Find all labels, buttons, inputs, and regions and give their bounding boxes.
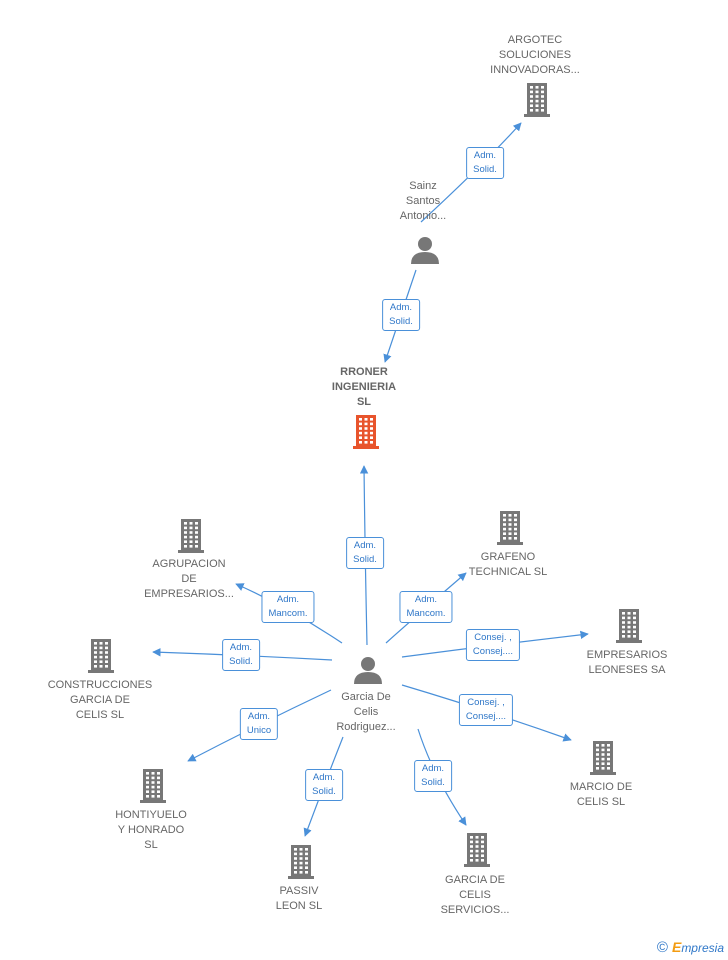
building-icon-agrupacion[interactable]: [178, 519, 204, 553]
building-icon-argotec[interactable]: [524, 83, 550, 117]
relation-label-garcia-grafeno[interactable]: Adm. Mancom.: [399, 591, 453, 623]
building-icon-construcciones[interactable]: [88, 639, 114, 673]
relation-label-garcia-agrupacion[interactable]: Adm. Mancom.: [261, 591, 315, 623]
person-icon-sainz[interactable]: [411, 237, 439, 264]
person-icon-garcia[interactable]: [354, 657, 382, 684]
empresia-logo: ©Empresia: [656, 939, 724, 956]
relation-label-garcia-construcciones[interactable]: Adm. Solid.: [222, 639, 260, 671]
building-icon-marcio[interactable]: [590, 741, 616, 775]
building-icon-passiv[interactable]: [288, 845, 314, 879]
node-label-rroner[interactable]: RRONER INGENIERIA SL: [331, 366, 397, 408]
focus-company-building-icon[interactable]: [353, 415, 379, 449]
node-label-hontiyuelo[interactable]: HONTIYUELO Y HONRADO SL: [115, 809, 187, 851]
node-label-grafeno[interactable]: GRAFENO TECHNICAL SL: [468, 551, 548, 578]
node-label-agrupacion[interactable]: AGRUPACION DE EMPRESARIOS...: [144, 558, 234, 600]
building-icon-grafeno[interactable]: [497, 511, 523, 545]
building-icon-servicios[interactable]: [464, 833, 490, 867]
node-label-construcciones[interactable]: CONSTRUCCIONES GARCIA DE CELIS SL: [47, 679, 153, 721]
relation-label-garcia-marcio[interactable]: Consej. , Consej....: [458, 694, 514, 726]
relation-label-sainz-rroner[interactable]: Adm. Solid.: [382, 299, 420, 331]
relation-label-garcia-servicios[interactable]: Adm. Solid.: [414, 760, 452, 792]
relation-label-garcia-empresarios[interactable]: Consej. , Consej....: [465, 629, 521, 661]
node-label-argotec[interactable]: ARGOTEC SOLUCIONES INNOVADORAS...: [490, 34, 580, 76]
copyright-icon: ©: [656, 939, 668, 956]
relation-label-sainz-argotec[interactable]: Adm. Solid.: [466, 147, 504, 179]
node-label-passiv[interactable]: PASSIV LEON SL: [275, 885, 323, 912]
node-label-servicios[interactable]: GARCIA DE CELIS SERVICIOS...: [440, 874, 510, 916]
node-label-garcia[interactable]: Garcia De Celis Rodriguez...: [336, 691, 396, 733]
node-label-empresarios[interactable]: EMPRESARIOS LEONESES SA: [586, 649, 668, 676]
node-label-marcio[interactable]: MARCIO DE CELIS SL: [569, 781, 633, 808]
building-icon-hontiyuelo[interactable]: [140, 769, 166, 803]
relation-label-garcia-rroner[interactable]: Adm. Solid.: [346, 537, 384, 569]
relation-label-garcia-hontiyuelo[interactable]: Adm. Unico: [239, 708, 279, 740]
building-icon-empresarios[interactable]: [616, 609, 642, 643]
node-label-sainz[interactable]: Sainz Santos Antonio...: [399, 180, 447, 222]
relation-label-garcia-passiv[interactable]: Adm. Solid.: [305, 769, 343, 801]
